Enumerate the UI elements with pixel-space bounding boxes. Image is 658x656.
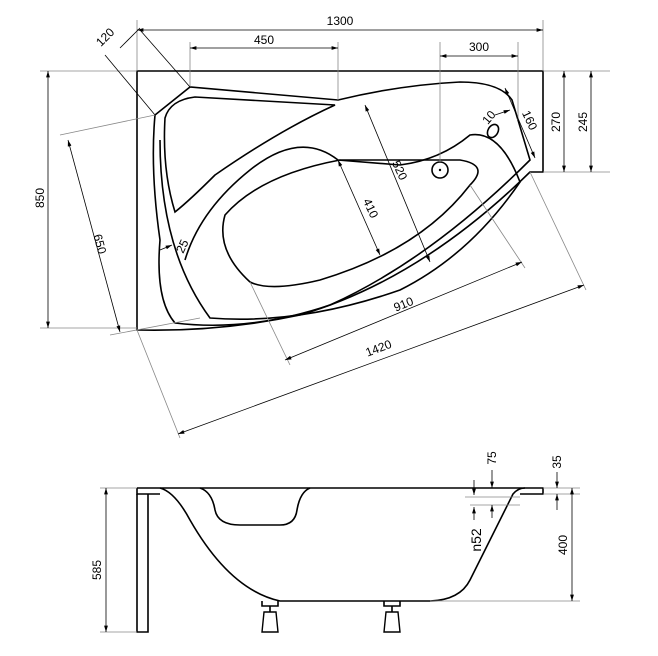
dim-top-left-length: 450 (254, 33, 274, 47)
dim-overflow-diameter: n52 (468, 528, 484, 552)
foot-left (261, 601, 279, 633)
tub-outline (136, 70, 544, 331)
top-view: 1300 120 450 300 270 245 10 160 520 410 … (33, 14, 610, 439)
dim-rim-thickness: 25 (173, 237, 191, 255)
foot-right (383, 601, 401, 633)
dim-drain-offset: 300 (469, 40, 489, 54)
basin-floor (221, 159, 479, 288)
dim-depth: 850 (33, 188, 47, 208)
dim-overflow-depth: 75 (485, 451, 499, 465)
side-rim (136, 487, 544, 495)
dim-inner-depth: 400 (556, 535, 570, 555)
apron-panel (136, 494, 149, 633)
dim-right-height-inner: 245 (576, 112, 590, 132)
dim-width: 1300 (327, 14, 354, 28)
dim-total-height: 585 (90, 560, 104, 580)
dim-right-height-outer: 270 (549, 112, 563, 132)
dim-basin-diagonal: 520 (389, 158, 410, 182)
dim-basin-length: 910 (392, 294, 416, 315)
dim-corner: 120 (93, 25, 117, 49)
dim-left-length: 650 (91, 232, 110, 255)
backrest-recess (163, 96, 336, 214)
dim-rim-height: 35 (550, 455, 564, 469)
overflow-hole-icon (486, 123, 500, 139)
side-view: 585 400 35 75 n52 (90, 451, 580, 633)
tub-body (159, 487, 526, 602)
basin (159, 133, 521, 320)
backrest-profile (199, 487, 311, 526)
tub-rim (152, 81, 531, 327)
